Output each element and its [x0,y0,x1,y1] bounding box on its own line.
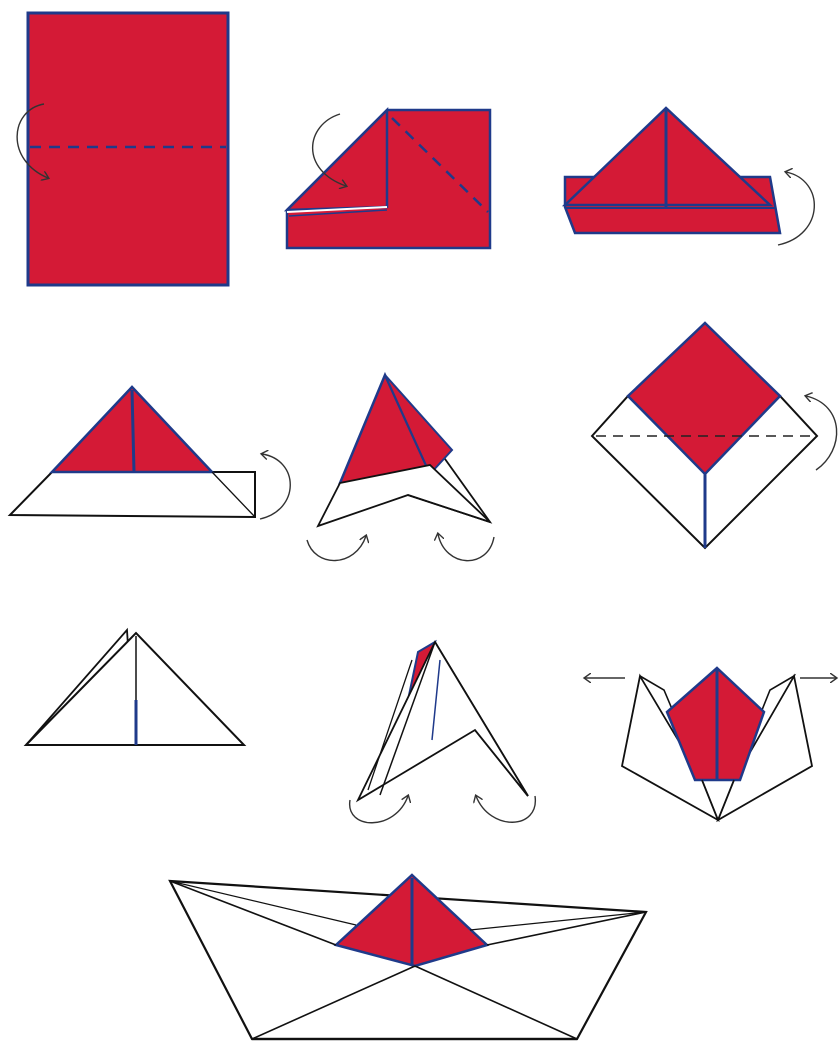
step-8 [350,642,536,823]
curved-fold-arrow-icon [260,454,290,519]
step-6 [592,323,837,548]
center-crease [132,390,134,472]
curved-fold-arrow-icon [438,534,494,561]
step-4 [10,387,290,519]
curved-fold-arrow-icon [476,796,535,822]
curved-fold-arrow-icon [778,172,814,245]
step-1 [17,13,228,285]
step-7 [26,630,244,745]
folded-corner-flap [287,110,387,210]
step-5 [307,375,494,561]
step-10 [170,875,646,1039]
curved-fold-arrow-icon [307,536,366,561]
hat-front-white [358,642,528,800]
step-3 [565,108,814,245]
step-2 [287,110,490,248]
step-9 [585,668,836,820]
paper-sheet [28,13,228,285]
